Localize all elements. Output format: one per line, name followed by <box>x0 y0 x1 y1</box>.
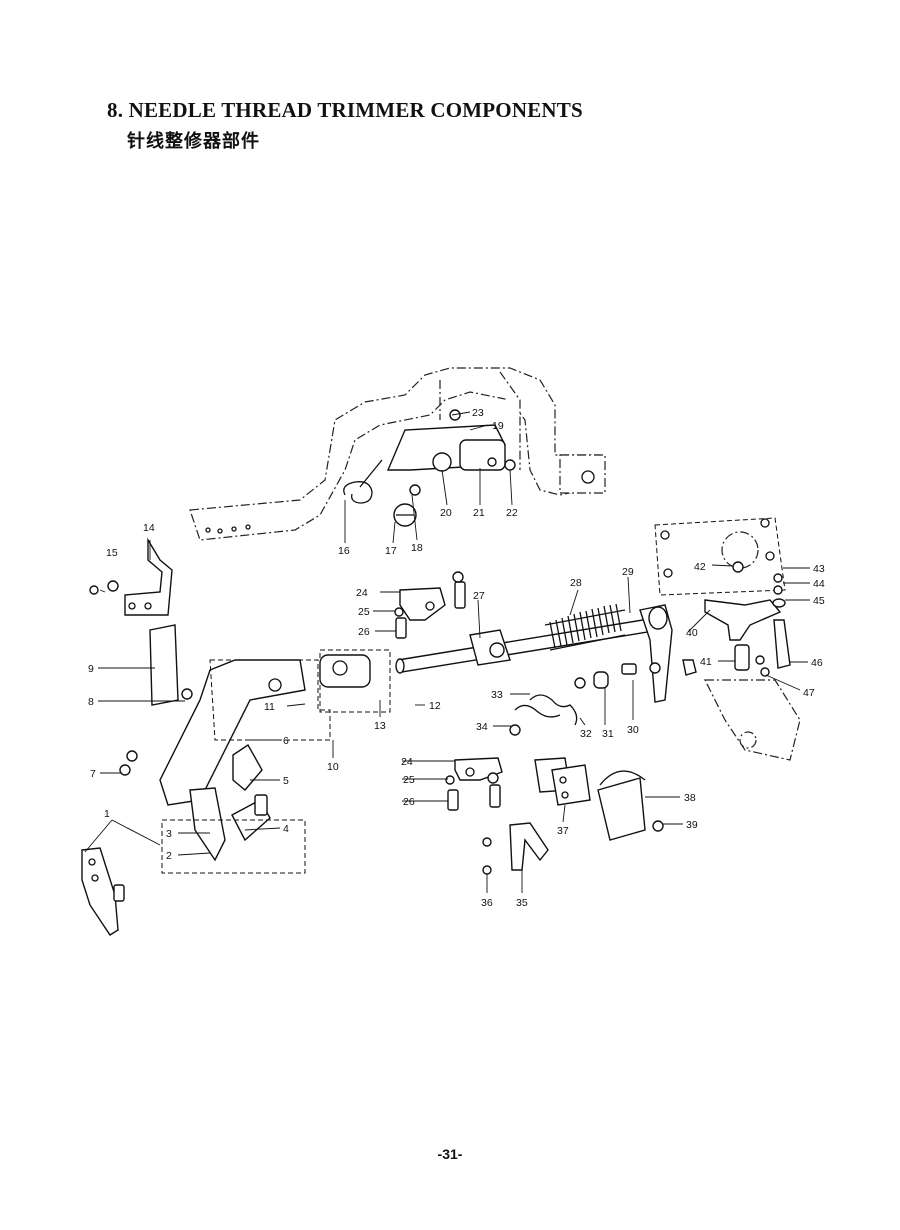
callout-17: 17 <box>385 545 397 557</box>
callout-24-lower: 24 <box>401 756 413 768</box>
callout-35: 35 <box>516 897 528 909</box>
left-linkage-group <box>81 537 371 936</box>
callout-labels: 1 2 3 4 5 6 7 8 9 10 11 12 13 14 15 16 1… <box>88 407 825 909</box>
callout-27: 27 <box>473 590 485 602</box>
callout-7: 7 <box>90 768 96 780</box>
assembly-boxes <box>161 517 786 874</box>
callout-41: 41 <box>700 656 712 668</box>
page-number: -31- <box>437 1146 463 1162</box>
callout-16: 16 <box>338 545 350 557</box>
callout-44: 44 <box>813 578 825 590</box>
callout-26-upper: 26 <box>358 626 370 638</box>
callout-36: 36 <box>481 897 493 909</box>
callout-30: 30 <box>627 724 639 736</box>
callout-10: 10 <box>327 761 339 773</box>
callout-26-lower: 26 <box>403 796 415 808</box>
callout-46: 46 <box>811 657 823 669</box>
callout-34: 34 <box>476 721 488 733</box>
callout-19: 19 <box>492 420 504 432</box>
main-shaft-group <box>395 603 697 736</box>
page-title: 8. NEEDLE THREAD TRIMMER COMPONENTS <box>107 98 583 122</box>
callout-3: 3 <box>166 828 172 840</box>
upper-clamp-group <box>394 571 466 639</box>
leader-lines <box>84 411 810 893</box>
callout-32: 32 <box>580 728 592 740</box>
callout-28: 28 <box>570 577 582 589</box>
callout-31: 31 <box>602 728 614 740</box>
callout-39: 39 <box>686 819 698 831</box>
callout-29: 29 <box>622 566 634 578</box>
callout-13: 13 <box>374 720 386 732</box>
callout-18: 18 <box>411 542 423 554</box>
callout-1: 1 <box>104 808 110 820</box>
right-lever-group <box>660 518 801 761</box>
callout-37: 37 <box>557 825 569 837</box>
callout-38: 38 <box>684 792 696 804</box>
callout-8: 8 <box>88 696 94 708</box>
callout-40: 40 <box>686 627 698 639</box>
callout-24-upper: 24 <box>356 587 368 599</box>
callout-5: 5 <box>283 775 289 787</box>
callout-43: 43 <box>813 563 825 575</box>
callout-15: 15 <box>106 547 118 559</box>
callout-20: 20 <box>440 507 452 519</box>
callout-23: 23 <box>472 407 484 419</box>
callout-22: 22 <box>506 507 518 519</box>
upper-bracket-group <box>343 409 516 527</box>
callout-9: 9 <box>88 663 94 675</box>
callout-2: 2 <box>166 850 172 862</box>
callout-4: 4 <box>283 823 289 835</box>
callout-33: 33 <box>491 689 503 701</box>
callout-25-lower: 25 <box>403 774 415 786</box>
callout-25-upper: 25 <box>358 606 370 618</box>
page-subtitle: 针线整修器部件 <box>127 131 260 152</box>
machine-arm-phantom <box>189 367 606 541</box>
callout-14: 14 <box>143 522 155 534</box>
callout-21: 21 <box>473 507 485 519</box>
callout-42: 42 <box>694 561 706 573</box>
callout-45: 45 <box>813 595 825 607</box>
callout-6: 6 <box>283 735 289 747</box>
lower-right-group <box>445 757 664 875</box>
callout-12: 12 <box>429 700 441 712</box>
callout-47: 47 <box>803 687 815 699</box>
callout-11: 11 <box>264 701 275 713</box>
